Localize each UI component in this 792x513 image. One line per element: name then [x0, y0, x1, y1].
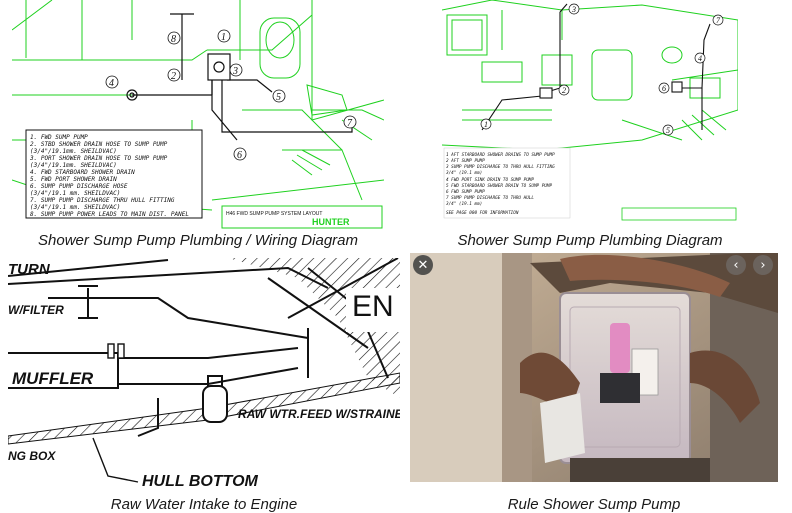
callout-2: 2 [167, 68, 181, 82]
svg-text:6 FWD SUMP PUMP: 6 FWD SUMP PUMP [446, 189, 485, 195]
sump-pump-plumbing-diagram[interactable]: 1 2 3 4 5 6 7 1 AFT STARBOARD SHOWER DRA… [442, 0, 738, 226]
diagram-legend [25, 129, 203, 219]
raw-water-intake-diagram[interactable]: EN TURN W/FILTER MUFFLER RAW WTR.FEED W/… [8, 258, 400, 492]
engine-label: EN [352, 290, 394, 323]
legend-lines: 1. FWD SUMP PUMP 2. STBD SHOWER DRAIN HO… [29, 134, 189, 218]
svg-text:1. FWD SUMP PUMP: 1. FWD SUMP PUMP [30, 134, 88, 141]
title-block [221, 205, 383, 229]
svg-text:3/4" (19.1 mm): 3/4" (19.1 mm) [445, 170, 482, 176]
hull-bottom-label: HULL BOTTOM [142, 473, 259, 490]
caption-2[interactable]: Shower Sump Pump Plumbing Diagram [457, 232, 723, 249]
callout-3: 3 [568, 3, 580, 15]
box-label: NG BOX [8, 449, 56, 463]
svg-text:7. SUMP PUMP DISCHARGE THRU H: 7. SUMP PUMP DISCHARGE THRU HULL FITTING [30, 197, 175, 204]
raw-water-feed-label: RAW WTR.FEED W/STRAINER [238, 407, 400, 421]
svg-text:8. SUMP PUMP POWER LEADS TO M: 8. SUMP PUMP POWER LEADS TO MAIN DIST. P… [30, 211, 189, 218]
svg-text:4: 4 [698, 54, 702, 63]
caption-4[interactable]: Rule Shower Sump Pump [507, 496, 681, 513]
svg-text:6. SUMP PUMP DISCHARGE HOSE: 6. SUMP PUMP DISCHARGE HOSE [30, 183, 128, 190]
result-tile-4[interactable]: ✕ ‹ › [410, 253, 778, 482]
svg-text:7: 7 [347, 118, 353, 129]
svg-text:7 SUMP PUMP DISCHARGE TO THRU: 7 SUMP PUMP DISCHARGE TO THRU HULL [446, 195, 534, 201]
result-tile-2[interactable]: 1 2 3 4 5 6 7 1 AFT STARBOARD SHOWER DRA… [442, 0, 738, 226]
callout-4: 4 [694, 52, 706, 64]
diagram-legend [443, 147, 571, 219]
svg-text:2 AFT SUMP PUMP: 2 AFT SUMP PUMP [446, 158, 485, 164]
svg-text:7: 7 [716, 16, 721, 25]
callout-5: 5 [662, 124, 674, 136]
svg-text:(3/4"/19.1 mm. SHEILDVAC): (3/4"/19.1 mm. SHEILDVAC) [30, 190, 120, 197]
svg-text:4. FWD STARBOARD SHOWER DRAIN: 4. FWD STARBOARD SHOWER DRAIN [30, 169, 135, 176]
next-arrow-icon[interactable]: › [753, 255, 773, 275]
svg-text:SEE PAGE 000 FOR INFORMATION: SEE PAGE 000 FOR INFORMATION [446, 210, 519, 216]
svg-text:6: 6 [662, 84, 666, 93]
callout-8: 8 [167, 31, 181, 45]
callout-3: 3 [229, 63, 243, 77]
svg-text:4: 4 [109, 78, 114, 89]
result-tile-1[interactable]: 1 2 3 4 5 6 7 8 1. FWD SUMP PUMP 2. STBD… [12, 0, 384, 230]
svg-text:4 FWD PORT SINK DRAIN TO SUMP: 4 FWD PORT SINK DRAIN TO SUMP PUMP [446, 177, 534, 183]
svg-text:5: 5 [666, 126, 670, 135]
svg-text:8: 8 [171, 34, 176, 45]
prev-arrow-icon[interactable]: ‹ [726, 255, 746, 275]
callout-7: 7 [712, 14, 724, 26]
svg-text:H46 FWD SUMP PUMP SYSTEM LAYOU: H46 FWD SUMP PUMP SYSTEM LAYOUT [226, 211, 322, 217]
turn-label: TURN [8, 261, 51, 278]
hunter-logo: HUNTER [312, 217, 350, 227]
callout-6: 6 [658, 82, 670, 94]
callout-6: 6 [233, 147, 247, 161]
callout-2: 2 [558, 84, 570, 96]
svg-text:5. FWD PORT SHOWER DRAIN: 5. FWD PORT SHOWER DRAIN [30, 176, 117, 183]
svg-text:2: 2 [562, 86, 566, 95]
svg-text:2. STBD SHOWER DRAIN HOSE TO: 2. STBD SHOWER DRAIN HOSE TO SUMP PUMP [30, 141, 168, 148]
svg-text:3: 3 [232, 66, 238, 77]
svg-text:3 SUMP PUMP DISCHARGE TO THRU: 3 SUMP PUMP DISCHARGE TO THRU HULL FITTI… [445, 164, 555, 170]
callout-1: 1 [217, 29, 231, 43]
caption-3[interactable]: Raw Water Intake to Engine [110, 496, 298, 513]
filter-label: W/FILTER [8, 303, 64, 317]
svg-text:(3/4"/19.1 mm. SHEILDVAC): (3/4"/19.1 mm. SHEILDVAC) [30, 204, 120, 211]
svg-text:5 FWD STARBOARD SHOWER DRAIN: 5 FWD STARBOARD SHOWER DRAIN TO SUMP PUM… [446, 183, 552, 189]
svg-text:(3/4"/19.1mm. SHEILDVAC): (3/4"/19.1mm. SHEILDVAC) [30, 148, 117, 155]
svg-text:3: 3 [571, 5, 576, 14]
svg-text:6: 6 [237, 150, 242, 161]
callout-4: 4 [105, 75, 119, 89]
callout-1: 1 [480, 118, 492, 130]
close-icon[interactable]: ✕ [413, 255, 433, 275]
svg-text:1 AFT STARBOARD SHOWER DRAINS: 1 AFT STARBOARD SHOWER DRAINS TO SUMP PU… [446, 152, 555, 158]
sump-pump-wiring-diagram[interactable]: 1 2 3 4 5 6 7 8 1. FWD SUMP PUMP 2. STBD… [12, 0, 384, 230]
svg-text:1: 1 [221, 32, 226, 43]
svg-text:1: 1 [484, 120, 488, 129]
legend-lines: 1 AFT STARBOARD SHOWER DRAINS TO SUMP PU… [445, 152, 555, 216]
sump-pump-photo[interactable] [410, 253, 778, 482]
caption-1[interactable]: Shower Sump Pump Plumbing / Wiring Diagr… [38, 232, 358, 249]
svg-text:3. PORT SHOWER DRAIN HOSE TO: 3. PORT SHOWER DRAIN HOSE TO SUMP PUMP [29, 155, 168, 162]
svg-text:3/4" (19.1 mm): 3/4" (19.1 mm) [445, 201, 482, 207]
svg-text:(3/4"/19.1mm. SHEILDVAC): (3/4"/19.1mm. SHEILDVAC) [30, 162, 117, 169]
callout-5: 5 [272, 89, 286, 103]
result-tile-3[interactable]: EN TURN W/FILTER MUFFLER RAW WTR.FEED W/… [8, 258, 400, 492]
muffler-label: MUFFLER [12, 369, 94, 388]
svg-text:2: 2 [171, 71, 176, 82]
title-block [621, 207, 737, 221]
svg-text:5: 5 [276, 92, 281, 103]
callout-7: 7 [343, 115, 357, 129]
